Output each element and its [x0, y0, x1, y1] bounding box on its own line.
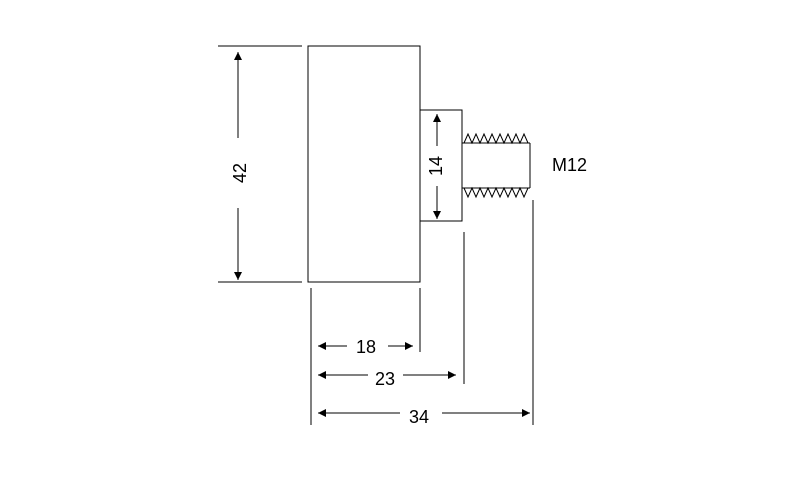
dimension-length-total: 34: [318, 407, 530, 427]
extension-lines: [218, 45, 534, 425]
thread-teeth-top: [463, 132, 529, 145]
dim-label-18: 18: [356, 337, 376, 357]
part-body: [307, 45, 421, 283]
part-shoulder: [419, 109, 463, 222]
part-thread: [462, 132, 531, 199]
dim-label-14: 14: [426, 156, 446, 176]
dimension-length-body: 18: [318, 337, 413, 357]
dimension-length-shoulder: 23: [318, 369, 456, 389]
dim-label-23: 23: [375, 369, 395, 389]
thread-label: M12: [552, 155, 587, 175]
dimension-height-body: 42: [230, 52, 250, 280]
dim-label-42: 42: [230, 163, 250, 183]
dimension-height-shoulder: 14: [426, 114, 446, 219]
thread-teeth-bottom: [463, 186, 529, 199]
dim-label-34: 34: [409, 407, 429, 427]
